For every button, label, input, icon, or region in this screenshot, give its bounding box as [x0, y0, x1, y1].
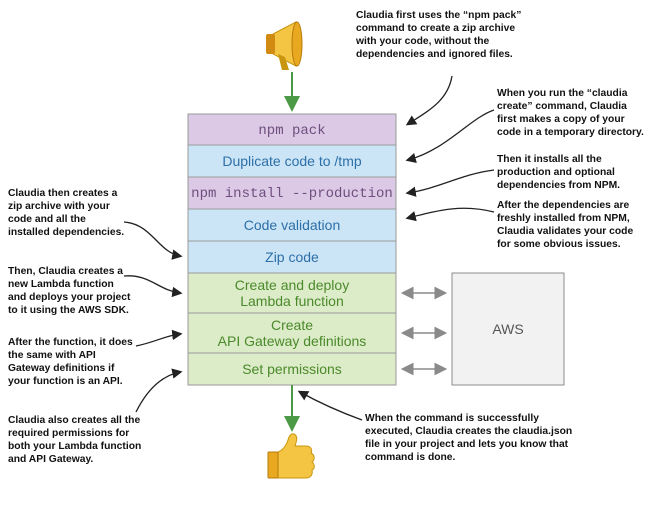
note-create-lambda: Then, Claudia creates a new Lambda funct… [8, 266, 131, 316]
note-line: command to create a zip archive [356, 23, 515, 34]
step-create-lambda-label-2: Lambda function [240, 293, 344, 309]
note-line: Then it installs all the [497, 154, 602, 165]
note-line: command is done. [365, 452, 456, 463]
note-line: After the function, it does [8, 337, 133, 348]
note-line: the same with API [8, 350, 96, 361]
note-line: freshly installed from NPM, [497, 213, 630, 224]
note-line: for some obvious issues. [497, 239, 621, 250]
step-stack: npm pack Duplicate code to /tmp npm inst… [187, 113, 397, 386]
step-npm-install-label: npm install --production [191, 186, 393, 202]
step-duplicate-code-label: Duplicate code to /tmp [222, 153, 362, 169]
note-arrow-zip-archive [123, 221, 183, 260]
note-line: Claudia then creates a [8, 188, 118, 199]
step-create-lambda-label-1: Create and deploy [235, 277, 349, 293]
note-line: Claudia first uses the “npm pack” [356, 10, 521, 21]
note-line: After the dependencies are [497, 200, 629, 211]
step-code-validation [187, 208, 397, 242]
note-arrow-code-validation [405, 207, 495, 222]
step-npm-pack-label: npm pack [258, 123, 325, 139]
note-line: Then, Claudia creates a [8, 266, 123, 277]
note-line: executed, Claudia creates the claudia.js… [365, 426, 572, 437]
aws-box [451, 272, 565, 386]
note-arrow-create-lambda [123, 275, 183, 298]
note-arrow-permissions [135, 368, 183, 413]
note-arrow-api-gateway [135, 329, 183, 347]
note-line: new Lambda function [8, 279, 114, 290]
note-npm-pack: Claudia first uses the “npm pack” comman… [355, 10, 521, 60]
note-line: When the command is successfully [365, 413, 539, 424]
step-zip-code [187, 240, 397, 274]
step-code-validation-label: Code validation [244, 217, 341, 233]
note-duplicate-code: When you run the “claudia create” comman… [497, 88, 644, 138]
note-line: required permissions for [8, 428, 129, 439]
step-duplicate-code [187, 144, 397, 178]
note-line: and deploys your project [8, 292, 131, 303]
note-line: first makes a copy of your [497, 114, 625, 125]
note-line: When you run the “claudia [497, 88, 628, 99]
note-line: and API Gateway. [8, 454, 93, 465]
note-line: zip archive with your [8, 201, 110, 212]
note-line: installed dependencies. [8, 227, 124, 238]
note-api-gateway: After the function, it does the same wit… [8, 337, 133, 387]
step-create-lambda [187, 272, 397, 314]
note-line: code and all the [8, 214, 86, 225]
note-command-done: When the command is successfully execute… [365, 413, 572, 463]
step-create-api-gateway [187, 312, 397, 354]
note-arrow-npm-install [405, 169, 495, 197]
note-permissions: Claudia also creates all the required pe… [8, 415, 141, 465]
note-line: your function is an API. [8, 376, 123, 387]
note-arrow-command-done [297, 390, 363, 421]
note-line: with your code, without the [355, 36, 490, 47]
note-line: Claudia also creates all the [8, 415, 140, 426]
note-line: Claudia validates your code [497, 226, 633, 237]
note-line: dependencies from NPM. [497, 180, 620, 191]
note-line: to it using the AWS SDK. [8, 305, 129, 316]
note-line: file in your project and lets you know t… [365, 439, 569, 450]
thumbs-up-icon [267, 433, 315, 479]
note-arrow-npm-pack [405, 75, 453, 126]
note-npm-install: Then it installs all the production and … [497, 154, 620, 191]
note-line: dependencies and ignored files. [356, 49, 513, 60]
aws-label: AWS [492, 321, 523, 337]
step-set-permissions-label: Set permissions [242, 361, 342, 377]
note-code-validation: After the dependencies are freshly insta… [497, 200, 633, 250]
note-zip-archive: Claudia then creates a zip archive with … [8, 188, 124, 238]
step-set-permissions [187, 352, 397, 386]
note-line: code in a temporary directory. [497, 127, 644, 138]
note-line: both your Lambda function [8, 441, 141, 452]
note-arrow-duplicate-code [405, 109, 495, 164]
note-line: production and optional [497, 167, 615, 178]
note-line: Gateway definitions if [8, 363, 115, 374]
step-create-api-gateway-label-2: API Gateway definitions [218, 333, 367, 349]
megaphone-icon [266, 21, 303, 70]
note-line: create” command, Claudia [497, 101, 627, 112]
step-create-api-gateway-label-1: Create [271, 317, 313, 333]
step-zip-code-label: Zip code [265, 249, 319, 265]
